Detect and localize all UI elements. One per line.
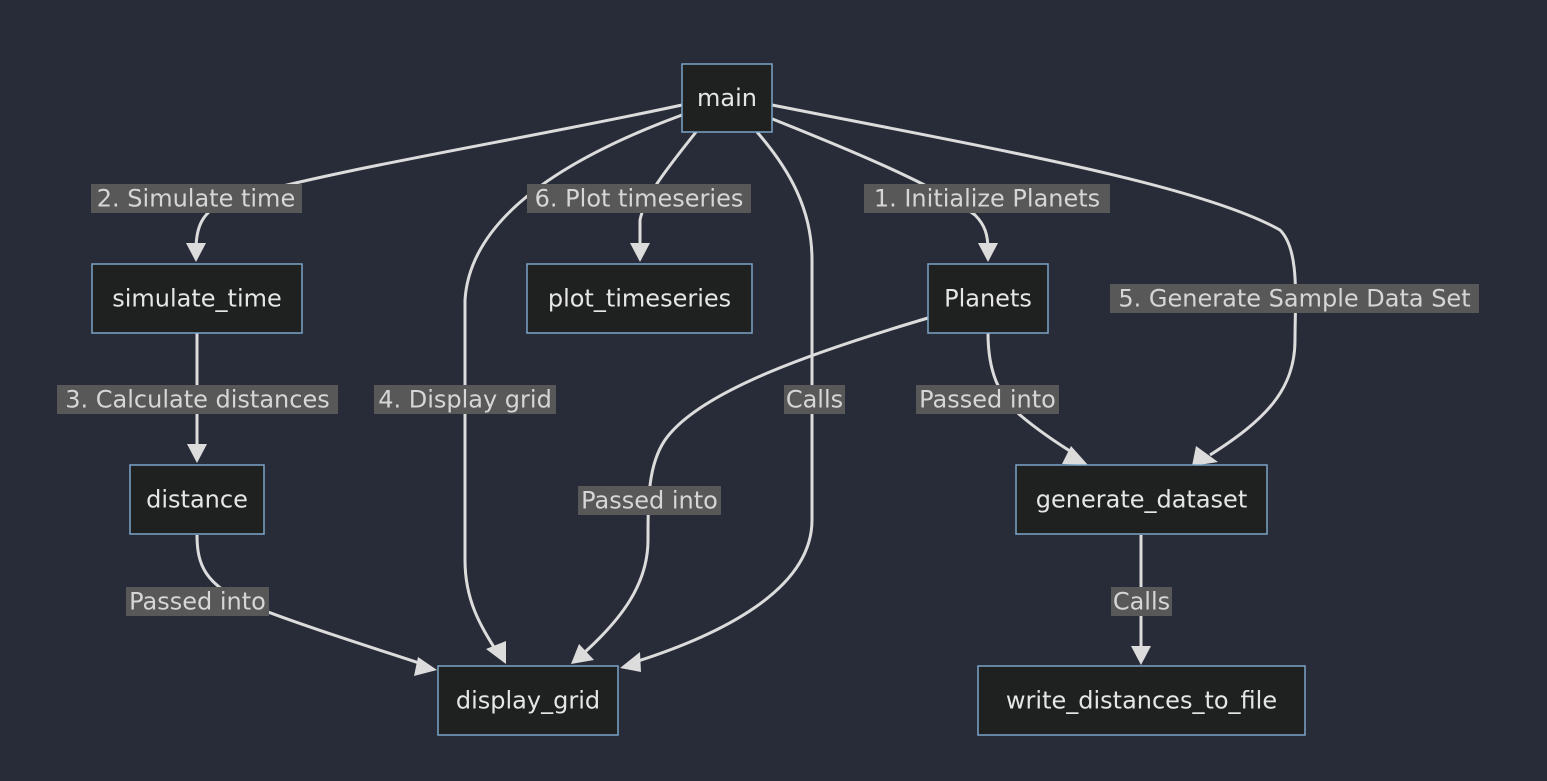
arrowhead-distance	[187, 444, 207, 463]
label-calls-main: Calls	[786, 386, 843, 414]
nodes: main simulate_time plot_timeseries Plane…	[91, 63, 1306, 736]
node-simulate-time[interactable]: simulate_time	[91, 263, 303, 334]
node-distance[interactable]: distance	[129, 464, 265, 535]
arrowhead-display-grid-from-distance	[414, 657, 437, 676]
edge-labels: 2. Simulate time 6. Plot timeseries 1. I…	[57, 184, 1479, 616]
label-passed-into-planets-display: Passed into	[581, 487, 718, 515]
arrowhead-simulate-time	[186, 243, 206, 262]
arrowhead-generate-dataset-right	[1192, 446, 1218, 466]
label-passed-into-distance: Passed into	[129, 588, 266, 616]
arrowhead-display-grid-center	[571, 644, 594, 664]
node-plot-timeseries[interactable]: plot_timeseries	[526, 263, 753, 334]
edge-planets-to-generate-dataset	[986, 332, 1079, 458]
label-simulate-time: 2. Simulate time	[97, 185, 295, 213]
node-write-distances-to-file-label: write_distances_to_file	[1006, 687, 1277, 715]
node-distance-label: distance	[146, 486, 248, 514]
label-passed-into-planets-generate: Passed into	[919, 386, 1056, 414]
node-planets-label: Planets	[944, 285, 1032, 313]
edge-main-calls-display-grid	[634, 131, 814, 664]
label-initialize-planets: 1. Initialize Planets	[874, 185, 1100, 213]
label-calculate-distances: 3. Calculate distances	[65, 386, 329, 414]
edge-main-to-generate-dataset	[771, 103, 1298, 457]
node-plot-timeseries-label: plot_timeseries	[548, 285, 731, 313]
node-simulate-time-label: simulate_time	[112, 285, 282, 313]
arrowhead-generate-dataset-left	[1062, 446, 1088, 465]
arrowhead-write-distances	[1131, 646, 1151, 665]
edge-main-to-display-grid	[463, 113, 683, 653]
edges	[186, 103, 1298, 676]
node-planets[interactable]: Planets	[927, 263, 1049, 334]
label-calls-generate: Calls	[1113, 588, 1170, 616]
edge-planets-to-display-grid	[583, 316, 929, 654]
arrowhead-planets	[978, 243, 998, 262]
arrowhead-plot-timeseries	[630, 243, 650, 262]
edge-main-to-simulate-time	[194, 103, 683, 251]
node-main[interactable]: main	[681, 63, 773, 133]
node-display-grid[interactable]: display_grid	[437, 665, 619, 736]
label-display-grid: 4. Display grid	[378, 386, 552, 414]
node-main-label: main	[697, 84, 757, 112]
node-generate-dataset[interactable]: generate_dataset	[1015, 464, 1268, 535]
arrowhead-display-grid-left	[486, 641, 506, 664]
edge-main-to-plot-timeseries	[638, 131, 698, 250]
arrowhead-display-grid-right	[620, 652, 641, 672]
node-display-grid-label: display_grid	[456, 687, 600, 715]
label-plot-timeseries: 6. Plot timeseries	[535, 185, 744, 213]
label-generate-sample-data-set: 5. Generate Sample Data Set	[1118, 285, 1470, 313]
node-generate-dataset-label: generate_dataset	[1036, 486, 1247, 514]
node-write-distances-to-file[interactable]: write_distances_to_file	[977, 665, 1306, 736]
